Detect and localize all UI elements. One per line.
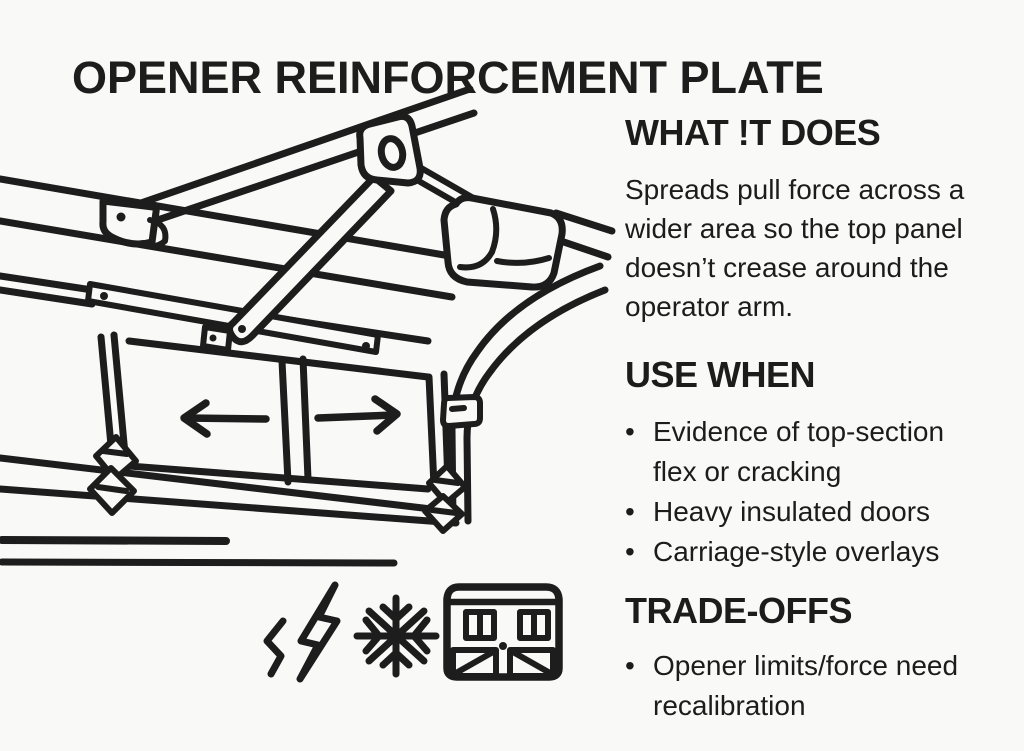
section-heading-what-it-does: WHAT !T DOES [625, 112, 881, 153]
opener-motor [440, 194, 566, 291]
vertical-track [440, 262, 609, 525]
bullet-text: Evidence of top-section flex or cracking [653, 416, 945, 487]
door-rollers [87, 434, 468, 534]
garage-door-icon [443, 583, 563, 681]
bullet-text: Heavy insulated doors [653, 496, 931, 527]
list-item: • Carriage-style overlays [625, 532, 1023, 572]
snowflake-icon [353, 594, 440, 678]
list-item: • Heavy insulated doors [625, 492, 1023, 532]
list-item: • Evidence of top-section flex or cracki… [625, 412, 1023, 492]
trade-offs-bullet-list: • Opener limits/force need recalibration [625, 646, 1023, 726]
use-when-bullet-list: • Evidence of top-section flex or cracki… [625, 412, 1023, 572]
left-arrow-icon [180, 399, 270, 438]
spread-arrows [180, 395, 401, 438]
track-bracket [440, 394, 483, 429]
trolley-bracket [356, 112, 424, 187]
list-item: • Opener limits/force need recalibration [625, 646, 1023, 726]
section-heading-use-when: USE WHEN [625, 354, 816, 395]
opener-rail [99, 85, 478, 249]
page-title: OPENER REINFORCEMENT PLATE [72, 52, 824, 104]
bullet-icon: • [625, 650, 635, 681]
bullet-icon: • [625, 496, 635, 527]
door-panels [0, 331, 460, 527]
rail-end-bracket [99, 197, 160, 248]
bullet-text: Carriage-style overlays [653, 536, 940, 567]
bullet-icon: • [625, 536, 635, 567]
power-bolt-icon [263, 581, 341, 683]
right-arrow-icon [314, 395, 401, 435]
floor-lines [0, 536, 398, 567]
section-heading-trade-offs: TRADE-OFFS [625, 590, 852, 631]
bullet-text: Opener limits/force need recalibration [653, 650, 959, 721]
door-arm [226, 173, 395, 346]
bullet-icon: • [625, 416, 635, 447]
what-it-does-body: Spreads pull force across a wider area s… [625, 174, 965, 322]
